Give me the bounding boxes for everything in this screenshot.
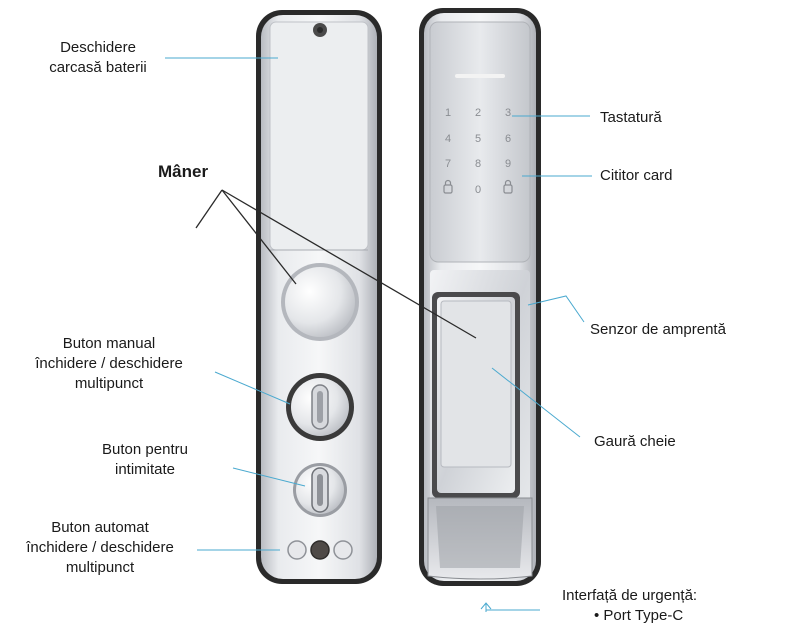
- leader-manual-button: [214, 371, 291, 405]
- keypad-key-2: 2: [475, 107, 481, 119]
- bell-key-icon: [503, 179, 513, 194]
- leader-lines: [165, 57, 592, 612]
- label-card-reader: Cititor card: [600, 167, 673, 184]
- label-battery-cover-line1: Deschidere: [60, 39, 136, 56]
- leader-keyhole: [491, 367, 581, 438]
- label-emergency: Interfață de urgență: • Port Type-C: [562, 586, 697, 626]
- label-auto-button-line1: Buton automat: [51, 519, 149, 536]
- label-emergency-line2: • Port Type-C: [594, 607, 684, 624]
- label-battery-cover-line2: carcasă baterii: [49, 59, 147, 76]
- label-handle: Mâner: [158, 162, 209, 181]
- label-auto-button-line3: multipunct: [65, 559, 135, 576]
- keypad: 1 2 3 4 5 6 7 8 9 0: [443, 107, 513, 196]
- label-privacy-button-line2: intimitate: [114, 461, 176, 478]
- keypad-key-7: 7: [445, 158, 451, 170]
- keypad-glass: [429, 21, 531, 263]
- keypad-key-8: 8: [475, 158, 481, 170]
- keypad-key-4: 4: [445, 133, 451, 145]
- label-manual-button: Buton manual închidere / deschidere mult…: [14, 334, 204, 394]
- label-fingerprint: Senzor de amprentă: [590, 321, 726, 338]
- keypad-key-9: 9: [505, 158, 511, 170]
- label-privacy-button: Buton pentru intimitate: [60, 440, 230, 480]
- keypad-key-1: 1: [445, 107, 451, 119]
- label-battery-cover: Deschidere carcasă baterii: [28, 38, 168, 78]
- label-privacy-button-line1: Buton pentru: [102, 441, 188, 458]
- label-auto-button-line2: închidere / deschidere: [26, 539, 174, 556]
- handle-pointer-lines: [195, 189, 477, 339]
- outside-panel: 1 2 3 4 5 6 7 8 9 0: [419, 8, 541, 586]
- inside-panel: [256, 10, 382, 584]
- auto-multipoint-buttons: [287, 540, 353, 560]
- label-manual-button-line1: Buton manual: [62, 335, 156, 352]
- label-emergency-line1: Interfață de urgență:: [562, 587, 698, 604]
- status-light-bar: [455, 74, 505, 78]
- battery-cover: [269, 21, 369, 251]
- keypad-key-3: 3: [505, 107, 511, 119]
- keypad-key-5: 5: [475, 133, 481, 145]
- keypad-key-0: 0: [475, 184, 481, 196]
- handle-face: [440, 300, 512, 468]
- leader-privacy-button: [232, 467, 306, 487]
- label-manual-button-line3: multipunct: [74, 375, 144, 392]
- label-manual-button-line2: închidere / deschidere: [35, 355, 183, 372]
- lock-key-icon: [443, 179, 453, 194]
- label-keypad: Tastatură: [600, 109, 662, 126]
- keypad-key-6: 6: [505, 133, 511, 145]
- label-auto-button: Buton automat închidere / deschidere mul…: [2, 518, 198, 578]
- leader-fingerprint: [527, 295, 585, 323]
- label-keyhole: Gaură cheie: [594, 433, 676, 450]
